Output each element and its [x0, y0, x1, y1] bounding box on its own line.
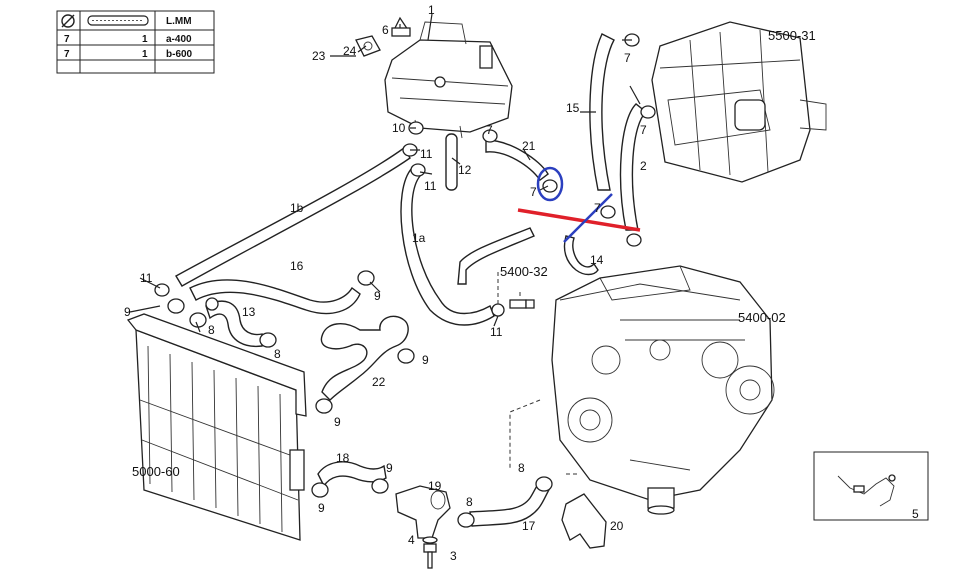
bolt-3 [423, 543, 437, 569]
callout-9: 9 [374, 289, 381, 303]
callout-16: 16 [290, 259, 304, 273]
callout-9: 9 [124, 305, 131, 319]
table-row-2-diameter: 7 [64, 49, 70, 60]
callout-11: 11 [140, 271, 153, 285]
callout-1: 1 [428, 3, 435, 17]
bracket-20 [561, 493, 607, 549]
callout-10: 10 [392, 121, 406, 135]
callout-17: 17 [522, 519, 536, 533]
callout-9: 9 [318, 501, 325, 515]
tank-cap-6 [391, 16, 411, 37]
callout-7: 7 [594, 201, 601, 215]
clamp-group [154, 33, 656, 528]
hose-22 [320, 315, 409, 401]
table-row-2-length: b-600 [166, 49, 193, 60]
callout-9: 9 [422, 353, 429, 367]
callout-22: 22 [372, 375, 386, 389]
hose-18 [317, 461, 387, 488]
annotation-blue-circle [536, 166, 564, 202]
expansion-tank [384, 21, 513, 139]
callout-labels: 1 6 24 23 7 7 15 2 21 7 7 10 7 11 11 12 … [124, 3, 919, 563]
group-code-engine: 5400-02 [738, 310, 786, 325]
leader-lines [129, 13, 641, 333]
callout-4: 4 [408, 533, 415, 547]
callout-9: 9 [334, 415, 341, 429]
group-code-heater: 5500-31 [768, 28, 816, 43]
callout-20: 20 [610, 519, 624, 533]
callout-3: 3 [450, 549, 457, 563]
radiator [126, 313, 307, 541]
table-row-2-qty: 1 [142, 49, 148, 60]
callout-8: 8 [466, 495, 473, 509]
table-row-1-qty: 1 [142, 34, 148, 45]
table-row-1-diameter: 7 [64, 34, 70, 45]
callout-11: 11 [490, 325, 503, 339]
table-header-length: L.MM [166, 16, 192, 27]
hose-1a [400, 166, 495, 326]
callout-1a: 1a [412, 231, 426, 245]
annotation-blue-line [563, 193, 613, 243]
callout-7: 7 [624, 51, 631, 65]
temperature-sensor [509, 299, 535, 309]
hose-12 [445, 133, 458, 191]
callout-12: 12 [458, 163, 472, 177]
callout-5: 5 [912, 507, 919, 521]
diameter-icon [61, 14, 75, 28]
callout-14: 14 [590, 253, 604, 267]
hose-21 [485, 139, 549, 181]
engine-block [551, 265, 775, 515]
hose-16 [189, 279, 361, 315]
callout-7: 7 [486, 123, 493, 137]
hose-length-table: L.MM 7 1 a-400 7 1 b-600 [56, 10, 215, 74]
hose-15 [589, 33, 615, 191]
callout-23: 23 [312, 49, 326, 63]
callout-8: 8 [274, 347, 281, 361]
callout-7: 7 [640, 123, 647, 137]
thermostat-housing-19 [395, 485, 451, 539]
sensor-inset-box [813, 451, 929, 521]
callout-11: 11 [420, 147, 433, 161]
callout-18: 18 [336, 451, 350, 465]
callout-24: 24 [343, 44, 357, 58]
hose-1b [175, 146, 411, 287]
table-row-1-length: a-400 [166, 34, 192, 45]
hose-14 [563, 235, 599, 276]
group-code-sensor: 5400-32 [500, 264, 548, 279]
washer-4 [422, 536, 438, 544]
callout-7: 7 [530, 185, 537, 199]
heater-box [651, 21, 827, 183]
callout-15: 15 [566, 101, 580, 115]
callout-9: 9 [386, 461, 393, 475]
hose-icon [87, 15, 149, 26]
callout-13: 13 [242, 305, 256, 319]
return-pipe [457, 227, 535, 285]
callout-11: 11 [424, 179, 437, 193]
group-code-radiator: 5000-60 [132, 464, 180, 479]
callout-21: 21 [522, 139, 536, 153]
callout-6: 6 [382, 23, 389, 37]
bracket-24 [355, 35, 381, 57]
callout-2: 2 [640, 159, 647, 173]
hose-13 [205, 300, 263, 348]
callout-19: 19 [428, 479, 442, 493]
callout-1b: 1b [290, 201, 304, 215]
callout-8: 8 [208, 323, 215, 337]
annotation-red-line [517, 208, 641, 232]
callout-8: 8 [518, 461, 525, 475]
